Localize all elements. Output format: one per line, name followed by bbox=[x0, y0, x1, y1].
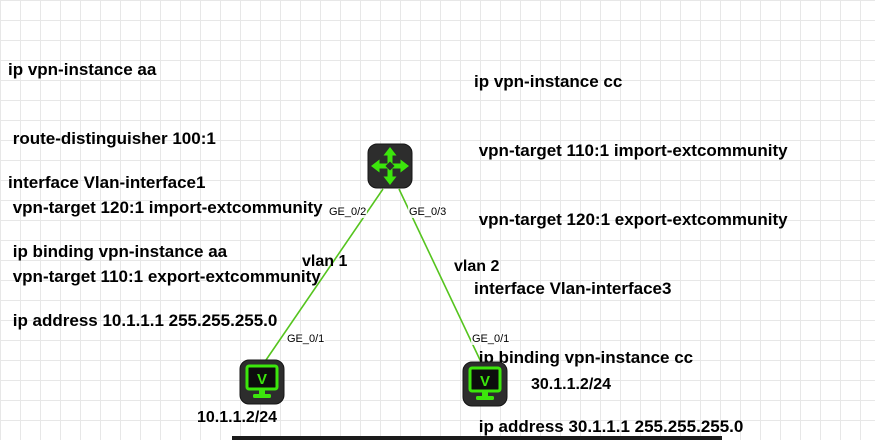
config-line: ip vpn-instance aa bbox=[8, 60, 157, 79]
host-left-ip-label: 10.1.1.2/24 bbox=[197, 409, 278, 426]
config-note-vpn-aa: ip vpn-instance aa route-distinguisher 1… bbox=[8, 12, 323, 334]
config-line: ip binding vpn-instance cc bbox=[474, 348, 694, 367]
device-switch[interactable] bbox=[367, 143, 413, 189]
port-label-ge0-3: GE_0/3 bbox=[408, 206, 448, 218]
config-line: interface Vlan-interface3 bbox=[474, 279, 672, 298]
config-line: interface Vlan-interface1 bbox=[8, 173, 206, 192]
host-icon: V bbox=[462, 361, 508, 407]
vlan1-label: vlan 1 bbox=[302, 253, 348, 270]
port-label-ge0-1-left: GE_0/1 bbox=[286, 333, 326, 345]
config-note-vpn-cc: ip vpn-instance cc vpn-target 110:1 impo… bbox=[474, 24, 788, 440]
window-bottom-edge bbox=[232, 436, 722, 440]
host-glyph-letter: V bbox=[257, 371, 267, 388]
config-line: ip vpn-instance cc bbox=[474, 72, 623, 91]
host-right-ip-label: 30.1.1.2/24 bbox=[531, 376, 612, 393]
port-label-ge0-1-right: GE_0/1 bbox=[471, 333, 511, 345]
config-line: vpn-target 120:1 export-extcommunity bbox=[474, 210, 788, 229]
host-icon: V bbox=[239, 359, 285, 405]
config-line: ip address 10.1.1.1 255.255.255.0 bbox=[8, 311, 278, 330]
config-line: ip binding vpn-instance aa bbox=[8, 242, 228, 261]
port-label-ge0-2: GE_0/2 bbox=[328, 206, 368, 218]
config-line: vpn-target 120:1 import-extcommunity bbox=[8, 198, 323, 217]
config-line: vpn-target 110:1 export-extcommunity bbox=[8, 267, 321, 286]
device-host-left[interactable]: V bbox=[239, 359, 285, 405]
device-host-right[interactable]: V bbox=[462, 361, 508, 407]
config-line: ip address 30.1.1.1 255.255.255.0 bbox=[474, 417, 744, 436]
config-line: vpn-target 110:1 import-extcommunity bbox=[474, 141, 788, 160]
config-line: route-distinguisher 100:1 bbox=[8, 129, 216, 148]
vlan2-label: vlan 2 bbox=[454, 258, 500, 275]
host-glyph-letter: V bbox=[480, 373, 490, 390]
switch-icon bbox=[367, 143, 413, 189]
config-note-vlan-interface1: interface Vlan-interface1 ip binding vpn… bbox=[8, 125, 277, 378]
